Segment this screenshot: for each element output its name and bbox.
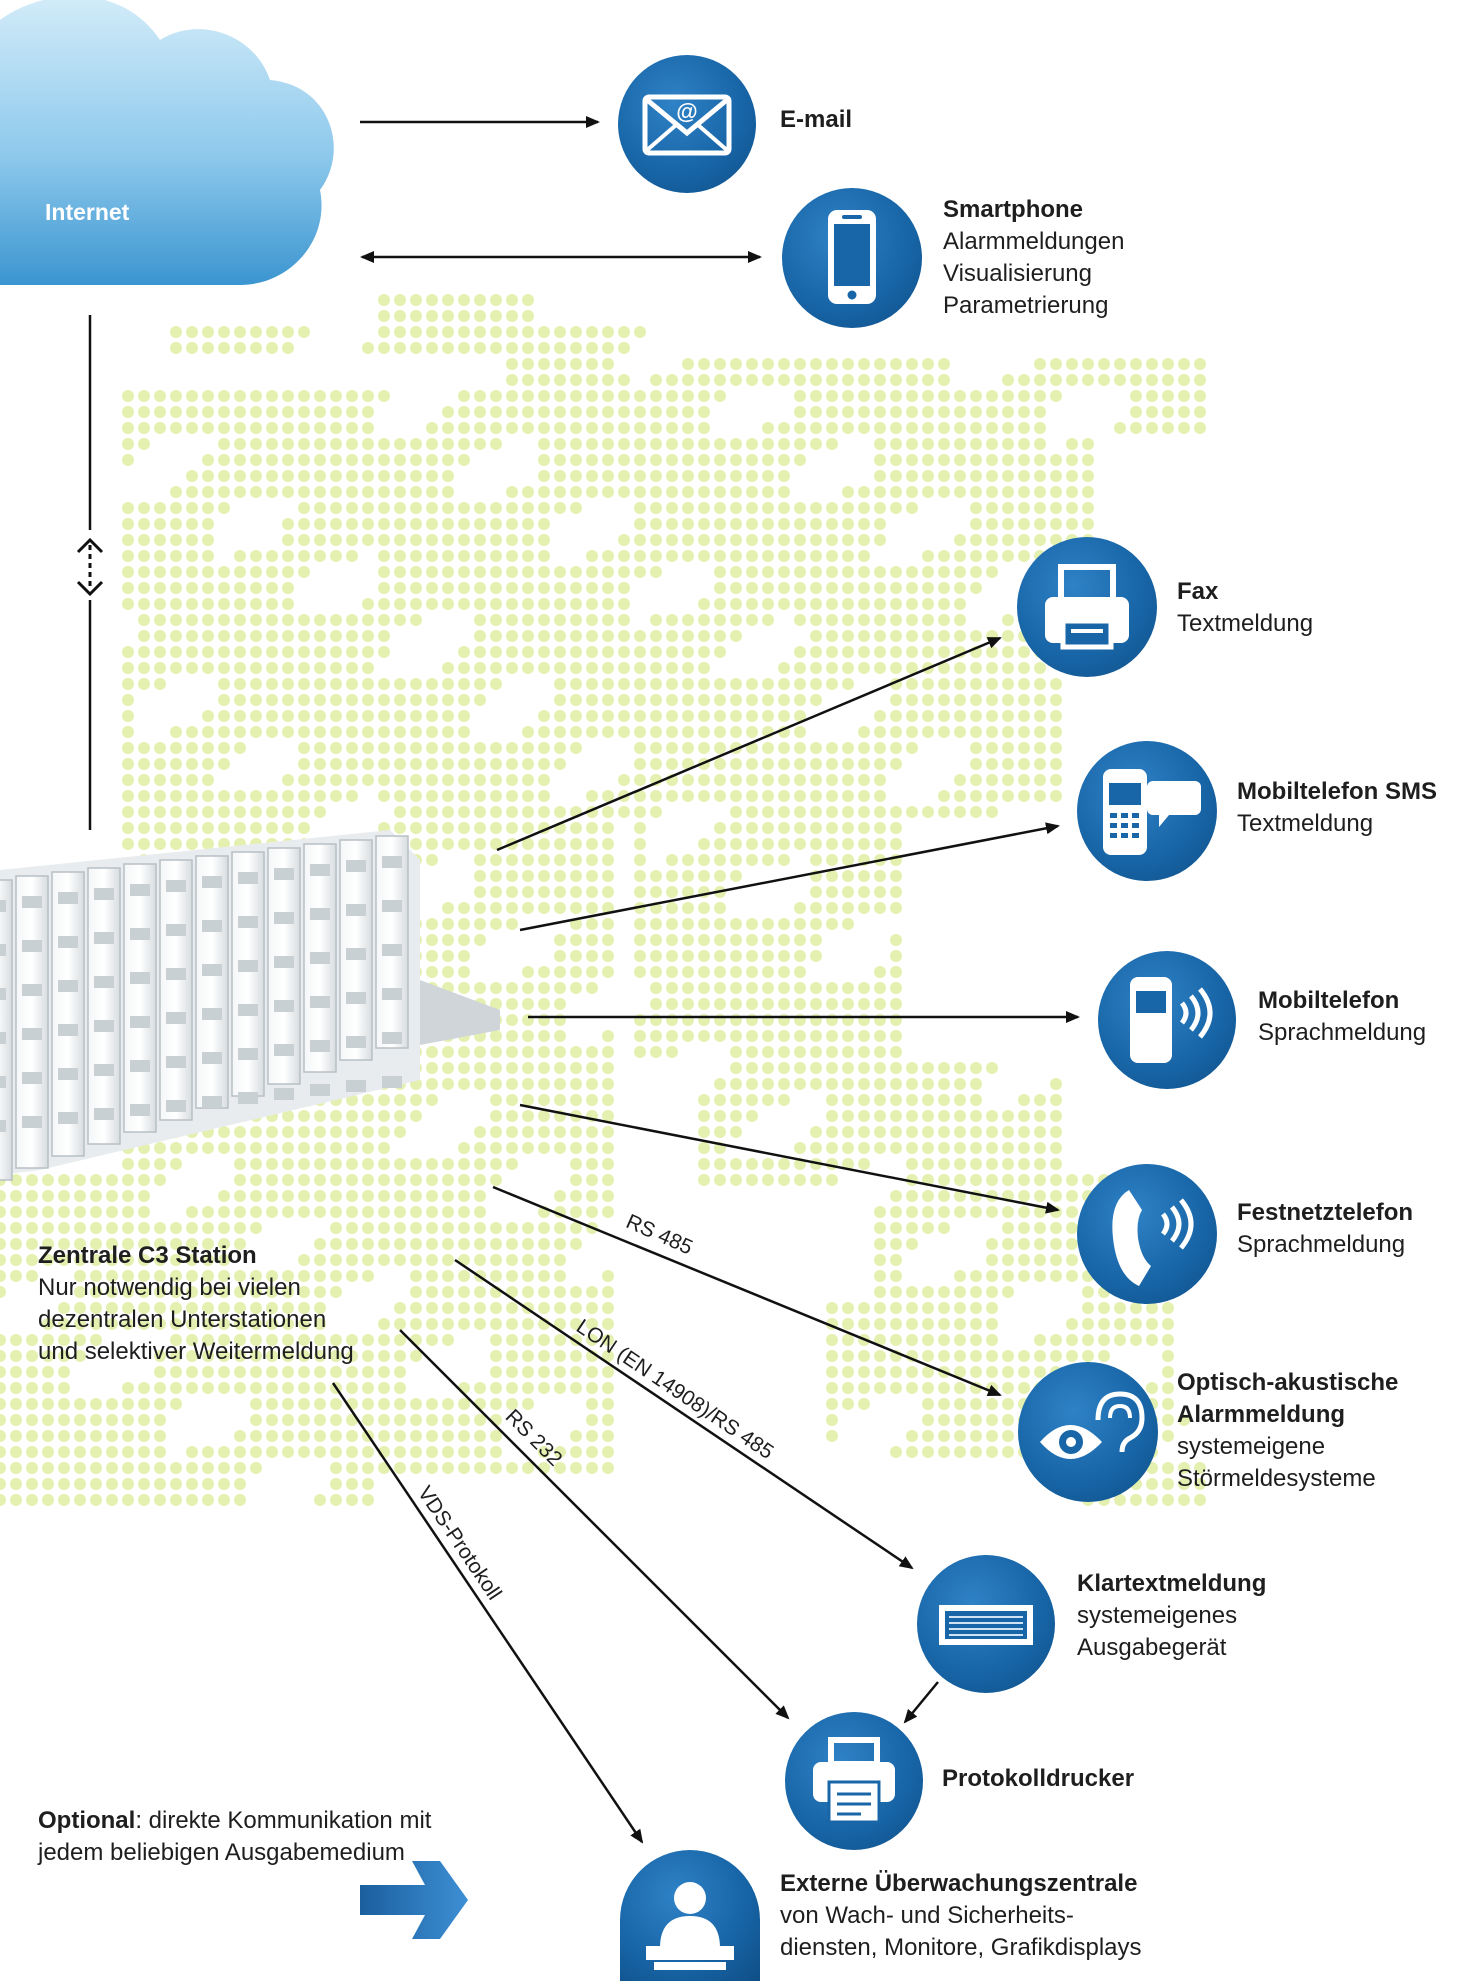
bidirectional-link-icon bbox=[76, 537, 104, 597]
node-title: Festnetztelefon bbox=[1237, 1199, 1414, 1226]
c3-station-hardware bbox=[0, 830, 500, 1181]
sms-label: Mobiltelefon SMS Textmeldung bbox=[1237, 776, 1437, 840]
mobile-voice-node[interactable] bbox=[1098, 951, 1236, 1089]
svg-text:@: @ bbox=[676, 99, 697, 124]
smartphone-icon bbox=[828, 210, 876, 304]
optional-bold: Optional bbox=[38, 1807, 136, 1834]
node-text: Parametrierung bbox=[943, 292, 1109, 319]
node-title: Smartphone bbox=[943, 196, 1084, 223]
envelope-icon: @ bbox=[642, 94, 732, 156]
fax-node[interactable] bbox=[1017, 537, 1157, 677]
fax-icon bbox=[1045, 564, 1129, 650]
printer-node[interactable] bbox=[785, 1712, 923, 1850]
node-title-2: Alarmmeldung bbox=[1177, 1401, 1346, 1428]
node-title: Fax bbox=[1177, 578, 1219, 605]
node-text: Textmeldung bbox=[1177, 610, 1314, 637]
node-text: Ausgabegerät bbox=[1077, 1634, 1227, 1661]
optional-line-1: Optional: direkte Kommunikation mit bbox=[38, 1805, 431, 1837]
optional-line-2: jedem beliebigen Ausgabemedium bbox=[38, 1839, 405, 1866]
landline-node[interactable] bbox=[1077, 1164, 1217, 1304]
optional-note: Optional: direkte Kommunikation mit jede… bbox=[38, 1805, 431, 1869]
optical-acoustic-node[interactable] bbox=[1018, 1362, 1158, 1502]
eye-ear-icon bbox=[1040, 1391, 1145, 1459]
node-title: Optisch-akustische bbox=[1177, 1369, 1399, 1396]
optional-arrow-icon bbox=[360, 1861, 468, 1939]
node-title: Protokolldrucker bbox=[942, 1765, 1135, 1792]
node-text: Störmeldesysteme bbox=[1177, 1465, 1376, 1492]
email-label: E-mail bbox=[780, 104, 852, 136]
node-title: E-mail bbox=[780, 106, 853, 133]
node-text: diensten, Monitore, Grafikdisplays bbox=[780, 1934, 1142, 1961]
node-text: Textmeldung bbox=[1237, 810, 1374, 837]
internet-cloud bbox=[0, 0, 334, 285]
mobile-label: Mobiltelefon Sprachmeldung bbox=[1258, 985, 1426, 1049]
cleartext-label: Klartextmeldung systemeigenes Ausgabeger… bbox=[1077, 1568, 1266, 1664]
landline-label: Festnetztelefon Sprachmeldung bbox=[1237, 1197, 1413, 1261]
station-text: Nur notwendig bei vielen bbox=[38, 1274, 301, 1301]
fax-label: Fax Textmeldung bbox=[1177, 576, 1313, 640]
optional-rest: : direkte Kommunikation mit bbox=[135, 1807, 432, 1834]
optical-label: Optisch-akustische Alarmmeldung systemei… bbox=[1177, 1367, 1398, 1495]
monitoring-label: Externe Überwachungszentrale von Wach- u… bbox=[780, 1868, 1142, 1964]
printer-label: Protokolldrucker bbox=[942, 1763, 1134, 1795]
monitoring-node[interactable] bbox=[620, 1850, 760, 1981]
node-title: Klartextmeldung bbox=[1077, 1570, 1267, 1597]
node-text: systemeigene bbox=[1177, 1433, 1326, 1460]
display-panel-icon bbox=[939, 1605, 1033, 1645]
node-text: Alarmmeldungen bbox=[943, 228, 1125, 255]
mobile-sms-icon bbox=[1103, 769, 1201, 855]
smartphone-label: Smartphone Alarmmeldungen Visualisierung… bbox=[943, 194, 1124, 322]
internet-label: Internet bbox=[45, 199, 130, 225]
email-node[interactable]: @ bbox=[618, 55, 756, 193]
cleartext-node[interactable] bbox=[917, 1555, 1055, 1693]
node-title: Mobiltelefon SMS bbox=[1237, 778, 1437, 805]
node-text: von Wach- und Sicherheits- bbox=[780, 1902, 1074, 1929]
node-text: Sprachmeldung bbox=[1258, 1019, 1427, 1046]
operator-icon bbox=[646, 1882, 734, 1970]
smartphone-node[interactable] bbox=[782, 188, 922, 328]
node-text: Visualisierung bbox=[943, 260, 1092, 287]
mobile-voice-icon bbox=[1130, 977, 1213, 1063]
station-label: Zentrale C3 Station Nur notwendig bei vi… bbox=[38, 1240, 354, 1368]
node-title: Externe Überwachungszentrale bbox=[780, 1870, 1138, 1897]
node-text: Sprachmeldung bbox=[1237, 1231, 1406, 1258]
station-text: dezentralen Unterstationen bbox=[38, 1306, 327, 1333]
station-text: und selektiver Weitermeldung bbox=[38, 1338, 354, 1365]
node-title: Mobiltelefon bbox=[1258, 987, 1400, 1014]
landline-phone-icon bbox=[1112, 1190, 1194, 1286]
printer-icon bbox=[813, 1737, 895, 1824]
mobile-sms-node[interactable] bbox=[1077, 741, 1217, 881]
station-title: Zentrale C3 Station bbox=[38, 1242, 257, 1269]
node-text: systemeigenes bbox=[1077, 1602, 1238, 1629]
